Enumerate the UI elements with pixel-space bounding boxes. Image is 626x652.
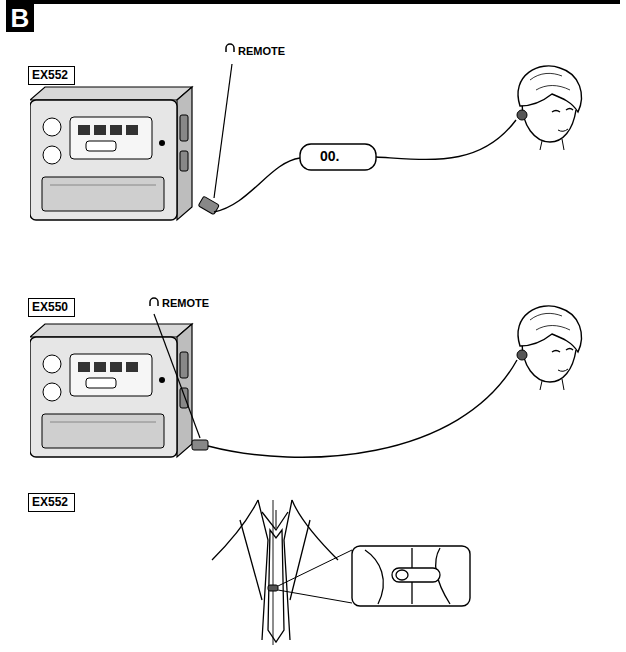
listener-head (517, 306, 581, 390)
headphone-symbol (226, 44, 234, 52)
leader-line (154, 314, 200, 438)
leader-line (214, 64, 232, 198)
leader-line (278, 590, 352, 603)
display-readout: 00. (320, 148, 339, 164)
cassette-player (30, 87, 192, 220)
label-text: EX552 (32, 68, 71, 82)
top-rule (6, 0, 620, 4)
plug (192, 440, 208, 450)
jacket-and-tie (212, 500, 338, 645)
model-label: EX550 (28, 298, 75, 317)
leader-line (278, 550, 352, 586)
label-text: EX550 (32, 300, 71, 314)
clip (268, 585, 278, 591)
label-text: B (6, 4, 34, 32)
jack-label: REMOTE (162, 297, 209, 309)
model-label: EX552 (28, 493, 75, 512)
model-label: EX552 (28, 66, 75, 85)
cable (376, 120, 516, 159)
jack-label: REMOTE (238, 45, 285, 57)
magnified-clip (365, 548, 450, 604)
cable (208, 360, 517, 457)
label-text: EX552 (32, 495, 71, 509)
listener-head (517, 66, 581, 150)
remote-control (300, 144, 376, 170)
headphone-symbol (150, 298, 158, 306)
cable (214, 158, 300, 212)
magnified-view (352, 546, 470, 606)
section-letter: B (6, 4, 34, 32)
cassette-player (30, 324, 192, 457)
